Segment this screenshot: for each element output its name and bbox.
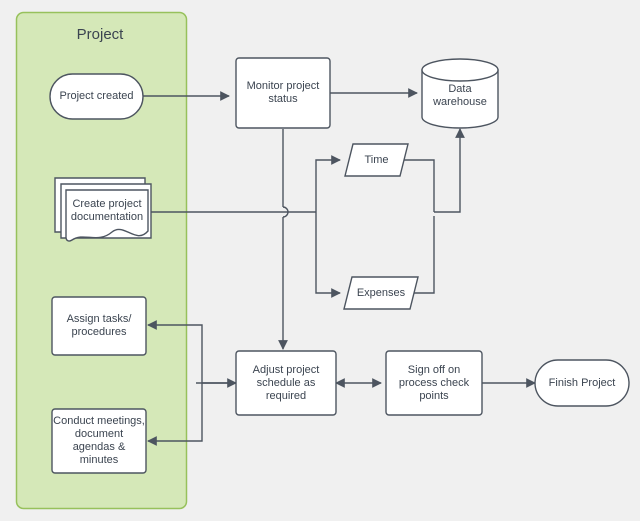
- node-conduct-meetings[interactable]: [51, 408, 147, 474]
- edge-rail-to-data-warehouse[interactable]: [434, 128, 465, 213]
- node-data-warehouse[interactable]: [421, 58, 499, 129]
- database-top-ellipse: [421, 58, 499, 82]
- connector-layer: [143, 88, 536, 446]
- swimlane-title: Project: [76, 26, 124, 43]
- swimlane-project[interactable]: [15, 11, 188, 510]
- node-expenses[interactable]: [343, 276, 419, 310]
- node-adjust-project-schedule[interactable]: [235, 350, 337, 416]
- edge-time-to-rail[interactable]: [404, 159, 435, 212]
- edge-docs-to-expenses[interactable]: [315, 212, 341, 298]
- edge-docs-to-time[interactable]: [315, 155, 341, 212]
- edge-expenses-to-rail[interactable]: [414, 216, 435, 294]
- node-finish-project[interactable]: [534, 359, 630, 407]
- node-sign-off[interactable]: [385, 350, 483, 416]
- node-time[interactable]: [344, 143, 409, 177]
- edge-adjust-to-conduct-meetings[interactable]: [147, 383, 203, 446]
- node-assign-tasks[interactable]: [51, 296, 147, 356]
- node-project-created[interactable]: [49, 73, 144, 120]
- node-monitor-project-status[interactable]: [235, 57, 331, 129]
- edge-adjust-to-assign-tasks[interactable]: [147, 320, 203, 383]
- node-create-project-documentation[interactable]: [54, 177, 152, 242]
- document-front-wavy: [65, 189, 149, 242]
- database-body: [421, 69, 499, 129]
